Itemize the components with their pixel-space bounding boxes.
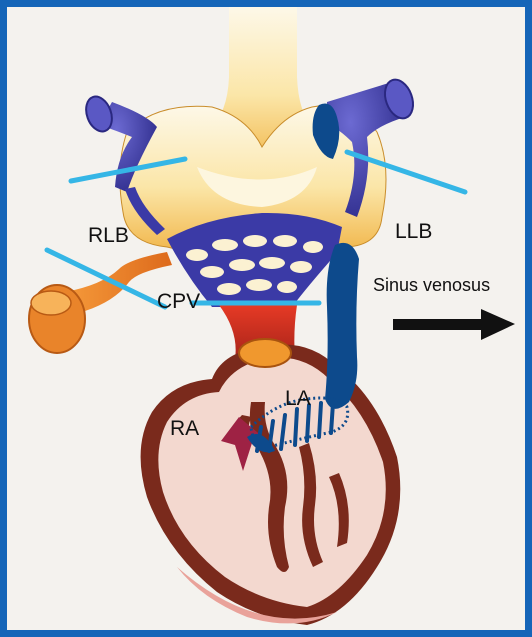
diagram-frame: RLB LLB CPV RA LA Sinus venosus bbox=[7, 7, 525, 630]
label-rlb: RLB bbox=[88, 224, 129, 248]
label-llb: LLB bbox=[395, 220, 432, 244]
label-sinus-venosus: Sinus venosus bbox=[373, 275, 490, 296]
heart-illustration bbox=[7, 7, 525, 630]
label-cpv: CPV bbox=[157, 290, 200, 314]
label-ra: RA bbox=[170, 417, 199, 441]
sinus-venosus-arrow-icon bbox=[393, 309, 515, 340]
sinus-venosus-highlight bbox=[325, 243, 359, 409]
la-ostium bbox=[239, 339, 291, 367]
label-la: LA bbox=[285, 387, 311, 411]
